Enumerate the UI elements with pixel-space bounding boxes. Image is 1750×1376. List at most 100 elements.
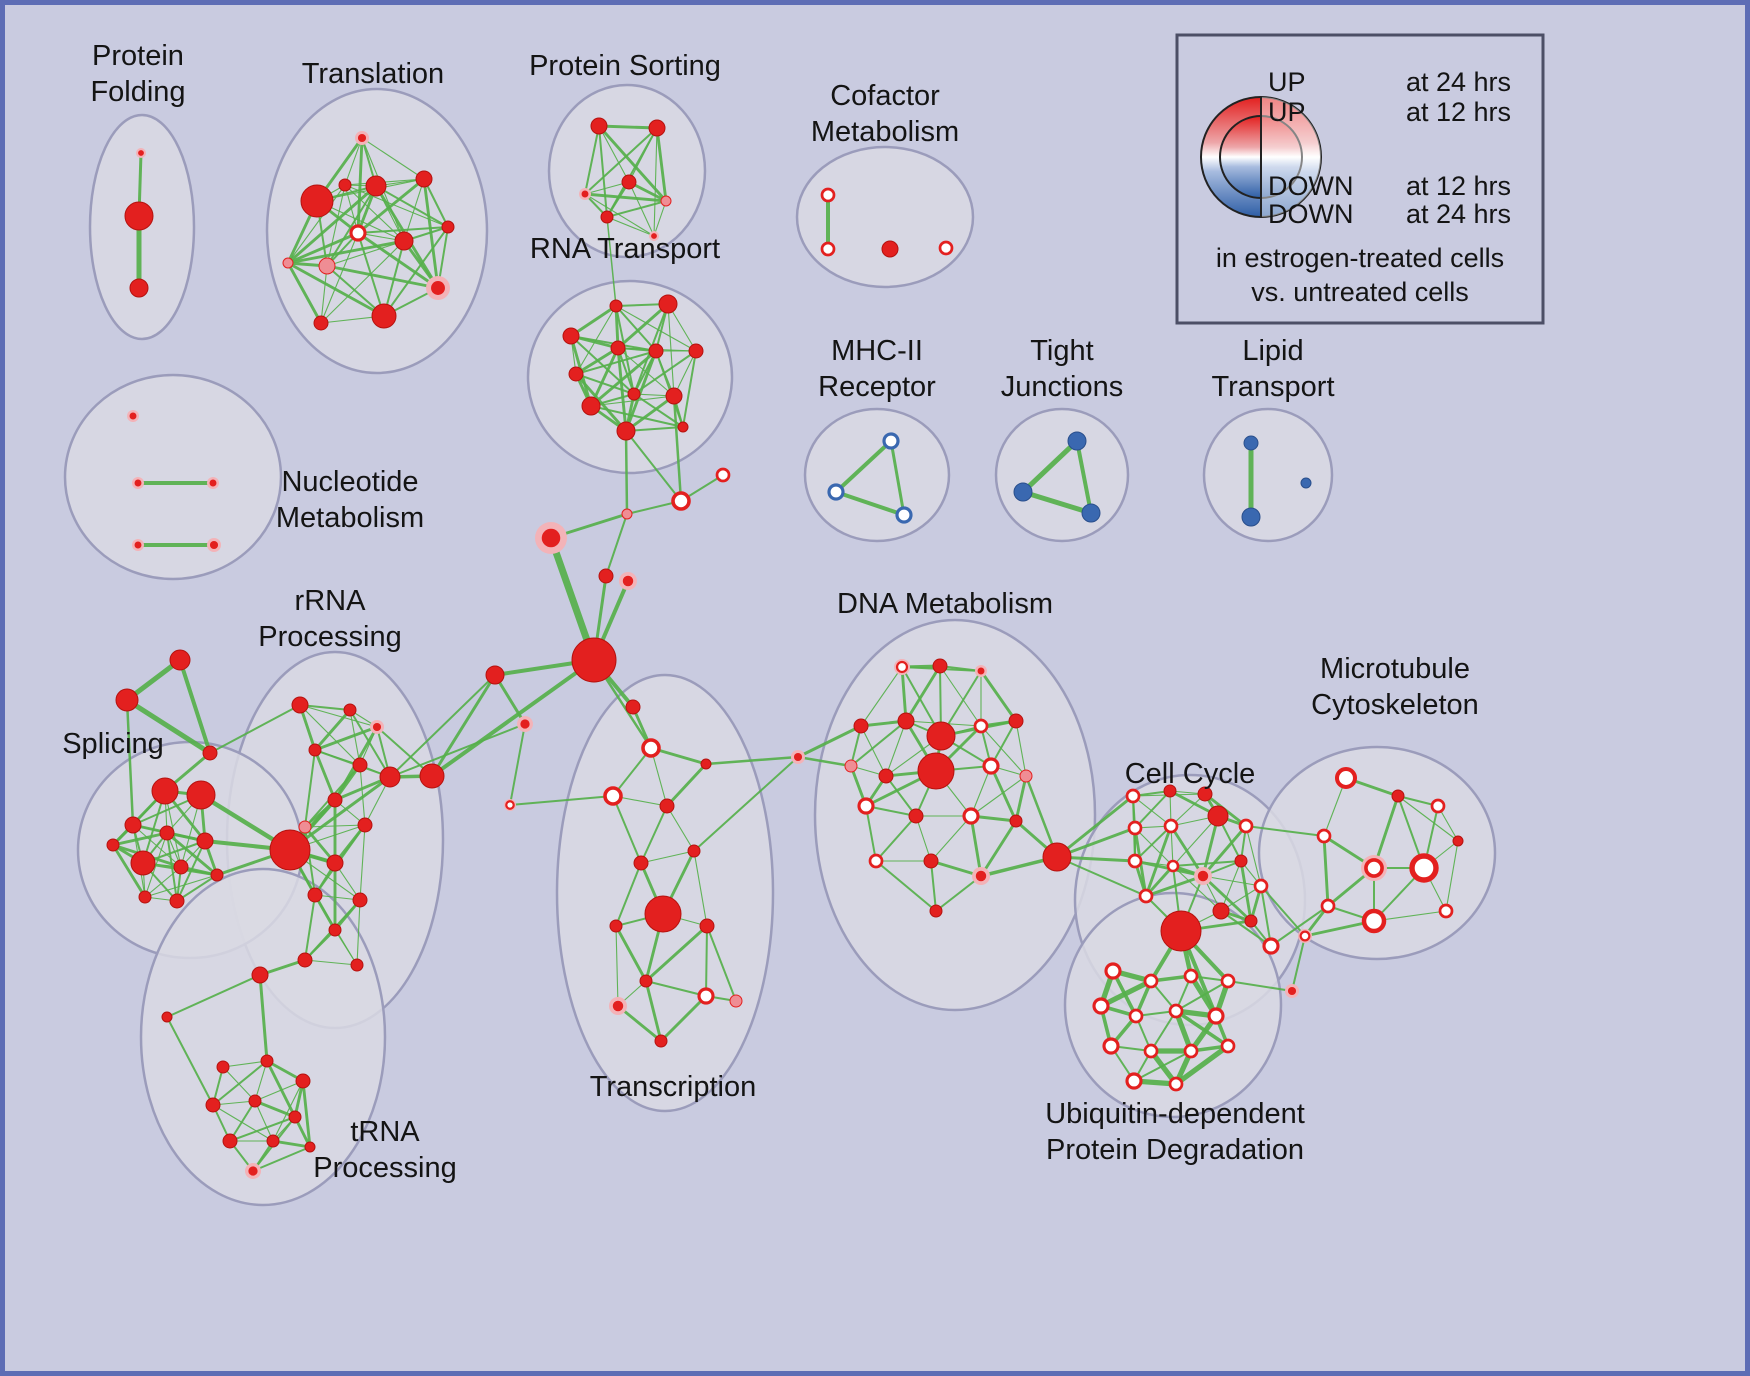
node-red: [379, 766, 401, 788]
edge: [313, 725, 379, 752]
edge: [575, 373, 635, 395]
node-red: [908, 808, 924, 824]
edge: [286, 261, 386, 318]
cluster-label-rrna-processing: rRNA: [295, 585, 367, 617]
edge: [1201, 824, 1248, 878]
node-ring: [962, 807, 980, 825]
edge: [655, 126, 668, 203]
node-red: [598, 568, 614, 584]
edge: [422, 177, 440, 290]
node-red: [130, 850, 156, 876]
node-blue: [1081, 503, 1101, 523]
node-halo: [426, 276, 450, 300]
node-red: [343, 703, 357, 717]
edge: [229, 1116, 296, 1142]
node-red: [415, 170, 433, 188]
edge: [253, 1099, 297, 1119]
edge: [313, 748, 337, 802]
node-halor: [1361, 855, 1387, 881]
edge: [1270, 905, 1329, 947]
edge: [272, 1080, 304, 1142]
edge: [320, 240, 405, 324]
edge: [597, 124, 659, 130]
edge: [665, 762, 708, 808]
edge: [615, 925, 619, 1007]
node-red: [129, 278, 149, 298]
cluster-label-tight-junctions: Tight: [1030, 335, 1093, 367]
node-ring: [1183, 968, 1199, 984]
cluster-label-microtubule-cytoskeleton: Microtubule: [1320, 653, 1470, 685]
cluster-label-tight-junctions: Junctions: [1001, 371, 1124, 403]
edge: [640, 805, 668, 864]
node-pink: [729, 994, 743, 1008]
edge: [286, 239, 406, 265]
node-halo: [207, 477, 219, 489]
network-canvas: UP at 24 hrs UP at 12 hrs DOWN at 12 hrs…: [62, 33, 1545, 1207]
node-halo: [136, 148, 146, 158]
edge: [1245, 825, 1262, 887]
edge: [644, 924, 709, 983]
node-red: [313, 315, 329, 331]
edge: [344, 184, 449, 228]
legend-row0-dir: UP: [1268, 67, 1306, 97]
edge: [616, 1004, 663, 1043]
edge: [326, 184, 346, 267]
edge: [616, 302, 670, 350]
node-red: [1391, 789, 1405, 803]
node-pink: [318, 257, 336, 275]
edge: [304, 824, 366, 828]
node-halo: [975, 665, 987, 677]
node-red: [687, 844, 701, 858]
cluster-ellipse-mhc-ii-receptor: [803, 407, 951, 543]
edge: [252, 1146, 311, 1172]
node-red: [169, 649, 191, 671]
edge: [349, 709, 361, 766]
edge: [1202, 875, 1262, 887]
node-red: [897, 712, 915, 730]
node-red: [357, 817, 373, 833]
node-red: [1207, 805, 1229, 827]
node-red: [609, 299, 623, 313]
node-red: [216, 1060, 230, 1074]
node-ring: [1262, 937, 1280, 955]
edge: [124, 697, 213, 756]
cluster-label-rrna-processing: Processing: [258, 621, 401, 653]
node-ring: [1143, 973, 1159, 989]
edge: [430, 658, 596, 778]
edge: [286, 231, 360, 265]
cluster-ellipse-nucleotide-metabolism: [63, 373, 283, 581]
node-ring: [1253, 878, 1269, 894]
edge: [644, 979, 663, 1043]
node-halo: [619, 572, 637, 590]
edge: [650, 747, 668, 807]
node-red: [609, 919, 623, 933]
edge: [1173, 1043, 1231, 1087]
edge: [970, 765, 992, 817]
edge: [900, 665, 908, 723]
legend-row2-time: at 12 hrs: [1406, 171, 1511, 201]
node-red: [266, 1134, 280, 1148]
node-red: [568, 366, 584, 382]
node-red: [173, 859, 189, 875]
node-ring: [1361, 908, 1387, 934]
edge: [624, 349, 658, 433]
edge: [1172, 815, 1219, 867]
node-ring: [1238, 818, 1254, 834]
node-ring: [671, 491, 691, 511]
edge: [904, 664, 942, 723]
node-halo: [535, 522, 567, 554]
node-ring: [868, 853, 884, 869]
node-red: [648, 343, 664, 359]
edge: [704, 755, 800, 766]
edge: [144, 874, 218, 898]
node-halo: [132, 477, 144, 489]
edge: [356, 177, 426, 235]
node-ring: [1316, 828, 1332, 844]
edge: [1144, 824, 1173, 898]
node-red: [1197, 786, 1213, 802]
node-pink: [282, 257, 294, 269]
edge: [939, 665, 982, 727]
edge: [1134, 827, 1174, 867]
edge: [640, 850, 695, 864]
edge: [299, 704, 378, 728]
